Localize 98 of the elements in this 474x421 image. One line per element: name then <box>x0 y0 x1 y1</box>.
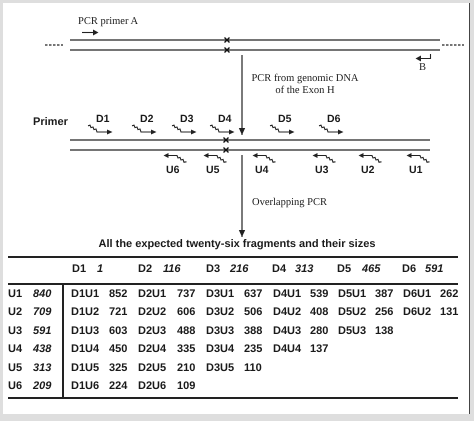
primer-label: PCR primer A <box>78 16 138 28</box>
fragment-size: 256 <box>375 306 394 318</box>
primer-label: U3 <box>315 164 328 176</box>
fragment-name: D1U4 <box>71 343 100 356</box>
row-heading: U1 <box>8 288 22 300</box>
fragment-name: D4U4 <box>273 343 302 356</box>
fragment-size: 388 <box>244 324 262 337</box>
fragment-size: 335 <box>177 343 196 356</box>
fragment-name: D2U4 <box>138 343 166 356</box>
dna-duplex-drawing <box>44 37 465 54</box>
fragment-size: 110 <box>244 362 262 374</box>
fragment-name: D3U2 <box>206 306 234 318</box>
fragment-size: 138 <box>375 324 394 337</box>
fragment-name: D5U2 <box>338 306 366 318</box>
fragment-size: 131 <box>440 306 458 318</box>
primer-position: 313 <box>33 362 52 374</box>
row-heading: U2 <box>8 306 22 318</box>
fragment-name: D4U3 <box>273 324 302 337</box>
fragment-size: 210 <box>177 362 196 374</box>
primer-position: 709 <box>33 306 52 318</box>
fragment-size: 325 <box>109 362 128 374</box>
fragment-name: D1U1 <box>71 288 100 300</box>
primer-position: 216 <box>230 263 248 275</box>
fragment-size: 852 <box>109 288 128 300</box>
fragment-size: 506 <box>244 306 262 318</box>
row-heading: U6 <box>8 380 22 392</box>
fragment-size: 408 <box>310 306 328 318</box>
fragment-size: 488 <box>177 324 196 337</box>
fragment-name: D3U4 <box>206 343 234 356</box>
fragment-size: 606 <box>177 306 196 318</box>
primer-position: 1 <box>97 263 104 275</box>
fragment-name: D3U5 <box>206 362 234 374</box>
fragment-name: D5U3 <box>338 324 366 337</box>
primer-label: U4 <box>255 164 268 176</box>
primer-label: D4 <box>218 113 232 125</box>
primer-label: U2 <box>361 164 374 176</box>
primer-label: D6 <box>327 113 340 125</box>
primer-label: D1 <box>96 113 110 125</box>
row-heading: Primer <box>33 116 68 128</box>
fragment-name: D2U1 <box>138 288 166 300</box>
primer-label: B <box>419 62 426 74</box>
primer-label: D3 <box>180 113 194 125</box>
fragment-name: D1U3 <box>71 324 100 337</box>
fragment-name: D4U1 <box>273 288 302 300</box>
column-heading: D5 <box>337 263 352 275</box>
primer-position: 313 <box>295 263 314 275</box>
fragment-size: 235 <box>244 343 262 356</box>
arrow <box>238 155 246 237</box>
column-heading: D6 <box>402 263 416 275</box>
fragment-size: 603 <box>109 324 128 337</box>
fragment-name: D2U3 <box>138 324 166 337</box>
primer-label: U6 <box>166 164 180 176</box>
fragment-size: 450 <box>109 343 128 356</box>
fragment-size: 109 <box>177 380 196 392</box>
primer-position: 840 <box>33 288 52 300</box>
primer-position: 116 <box>163 263 181 275</box>
primer-position: 591 <box>425 263 444 275</box>
arrow <box>238 55 246 135</box>
fragment-name: D1U5 <box>71 362 100 374</box>
primer-position: 438 <box>33 343 52 356</box>
fragment-name: D5U1 <box>338 288 366 300</box>
fragment-name: D3U3 <box>206 324 234 337</box>
fragment-name: D6U1 <box>403 288 432 300</box>
column-heading: D4 <box>272 263 286 275</box>
column-heading: D3 <box>206 263 220 275</box>
row-heading: U3 <box>8 324 22 337</box>
primer-position: 591 <box>33 324 52 337</box>
primer-label: U5 <box>206 164 220 176</box>
primer-label: D5 <box>278 113 292 125</box>
column-heading: D1 <box>72 263 86 275</box>
primer-label: U1 <box>409 164 422 176</box>
fragment-name: D1U6 <box>71 380 100 392</box>
primer-position: 209 <box>33 380 52 392</box>
fragment-name: D1U2 <box>71 306 100 318</box>
edge-label: Overlapping PCR <box>252 197 327 209</box>
primer-position: 465 <box>362 263 380 275</box>
fragment-name: D2U2 <box>138 306 166 318</box>
fragment-size: 721 <box>109 306 128 318</box>
fragment-name: D4U2 <box>273 306 302 318</box>
column-heading: D2 <box>138 263 152 275</box>
row-heading: U5 <box>8 362 22 374</box>
fragment-size: 637 <box>244 288 262 300</box>
primer-label: D2 <box>140 113 154 125</box>
fragment-size: 262 <box>440 288 458 300</box>
fragment-size: 224 <box>109 380 128 392</box>
row-heading: U4 <box>8 343 22 356</box>
fragment-name: D3U1 <box>206 288 234 300</box>
table-title: All the expected twenty-six fragments and their sizes <box>98 238 376 251</box>
fragment-size: 280 <box>310 324 328 337</box>
edge-label: PCR from genomic DNA of the Exon H <box>250 73 360 97</box>
fragment-size: 387 <box>375 288 394 300</box>
dna-duplex-drawing <box>69 136 432 154</box>
fragment-size: 539 <box>310 288 328 300</box>
fragment-name: D2U5 <box>138 362 166 374</box>
fragment-size: 137 <box>310 343 328 356</box>
fragment-name: D2U6 <box>138 380 166 392</box>
fragment-size: 737 <box>177 288 196 300</box>
fragment-name: D6U2 <box>403 306 432 318</box>
